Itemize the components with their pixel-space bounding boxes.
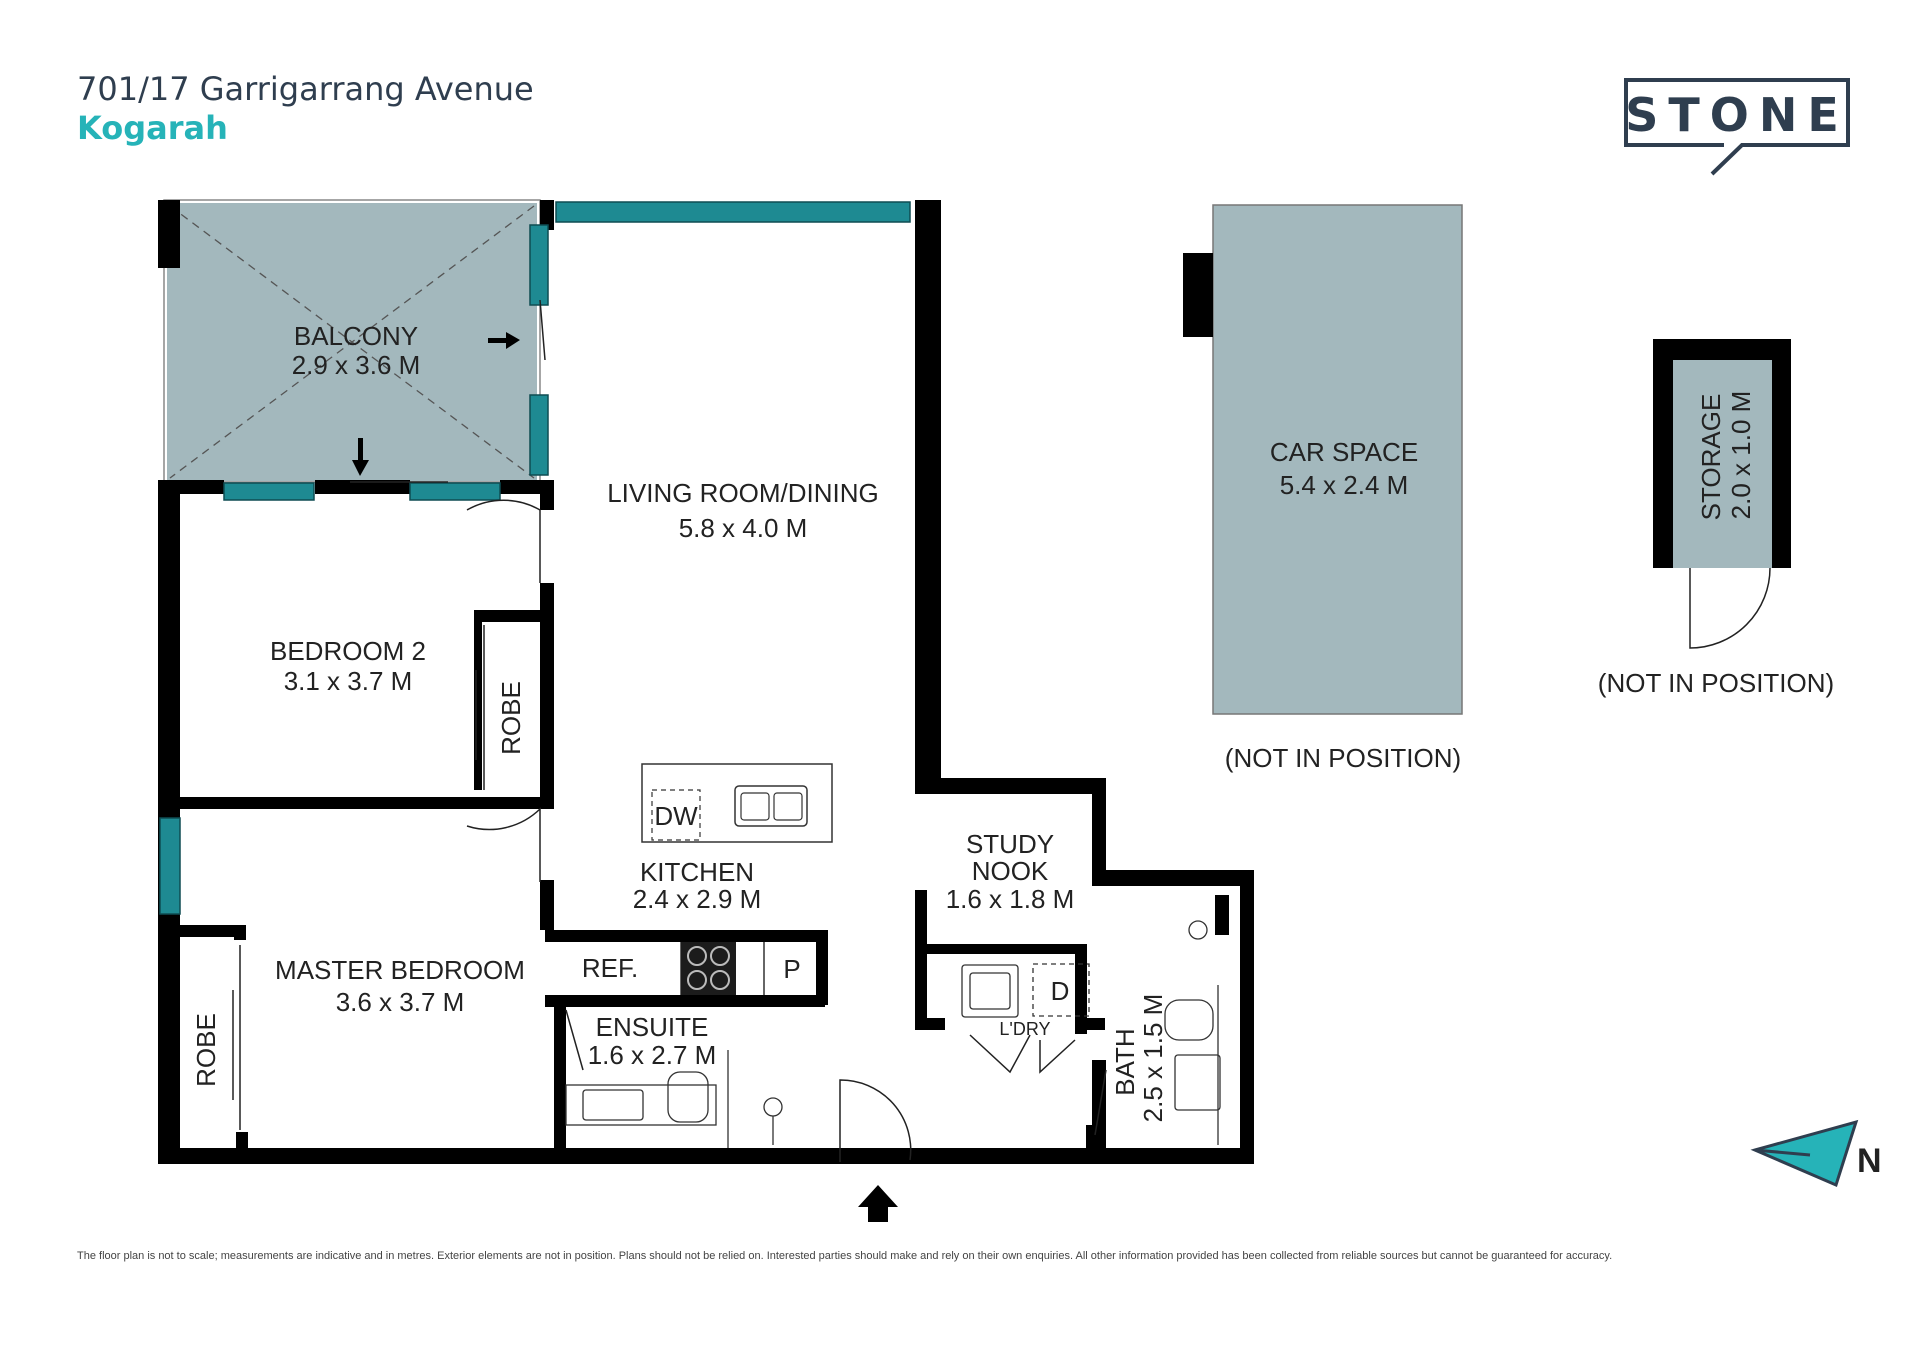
balcony-cross-lines [169, 205, 535, 479]
bath-label: BATH [1110, 1028, 1140, 1095]
bath-size: 2.5 x 1.5 M [1138, 994, 1168, 1123]
windows [159, 201, 911, 915]
disclaimer-text: The floor plan is not to scale; measurem… [77, 1250, 1613, 1262]
ensuite-size: 1.6 x 2.7 M [588, 1040, 717, 1070]
dryer-label: D [1051, 976, 1070, 1006]
robe-bedroom2 [475, 625, 485, 790]
pantry-label: P [783, 954, 800, 984]
car-space [1212, 204, 1463, 715]
logo-text: STONE [1625, 88, 1849, 142]
bedroom2-label: BEDROOM 2 [270, 636, 426, 666]
bedroom2-size: 3.1 x 3.7 M [284, 666, 413, 696]
ensuite-fixtures [565, 1050, 783, 1148]
laundry-fixtures [961, 963, 1090, 1018]
balcony-size: 2.9 x 3.6 M [292, 350, 421, 380]
kitchen-bench [680, 942, 765, 995]
laundry-label: L'DRY [999, 1019, 1050, 1039]
car-note: (NOT IN POSITION) [1225, 743, 1461, 773]
master-size: 3.6 x 3.7 M [336, 987, 465, 1017]
stone-logo: STONE [1624, 78, 1850, 176]
logo-frame [1624, 78, 1850, 176]
kitchen-label: KITCHEN [640, 857, 754, 887]
storage-size: 2.0 x 1.0 M [1726, 391, 1756, 520]
storage-unit [1653, 339, 1791, 649]
storage-label: STORAGE [1696, 394, 1726, 521]
robe-master-label: ROBE [191, 1013, 221, 1087]
robe-master [232, 945, 241, 1130]
living-label: LIVING ROOM/DINING [607, 478, 879, 508]
property-suburb: Kogarah [77, 109, 228, 147]
master-label: MASTER BEDROOM [275, 955, 525, 985]
car-space-label: CAR SPACE [1270, 437, 1418, 467]
doors [350, 299, 1107, 1162]
living-size: 5.8 x 4.0 M [679, 513, 808, 543]
study-label-1: STUDY [966, 829, 1054, 859]
balcony-label: BALCONY [294, 321, 418, 351]
entry-arrows [352, 332, 898, 1222]
kitchen-size: 2.4 x 2.9 M [633, 884, 762, 914]
ensuite-label: ENSUITE [596, 1012, 709, 1042]
property-address: 701/17 Garrigarrang Avenue [77, 70, 534, 108]
robe-bedroom2-label: ROBE [496, 681, 526, 755]
kitchen-island [641, 763, 833, 843]
storage-note: (NOT IN POSITION) [1598, 668, 1834, 698]
car-space-marker [1183, 253, 1213, 337]
study-size: 1.6 x 1.8 M [946, 884, 1075, 914]
car-space-size: 5.4 x 2.4 M [1280, 470, 1409, 500]
dishwasher-label: DW [654, 801, 698, 831]
study-label-2: NOOK [972, 856, 1049, 886]
fridge-label: REF. [582, 953, 638, 983]
compass-label: N [1857, 1142, 1882, 1180]
compass-icon: N [1750, 1119, 1882, 1188]
bath-fixtures [1164, 920, 1221, 1145]
walls [158, 200, 1254, 1164]
